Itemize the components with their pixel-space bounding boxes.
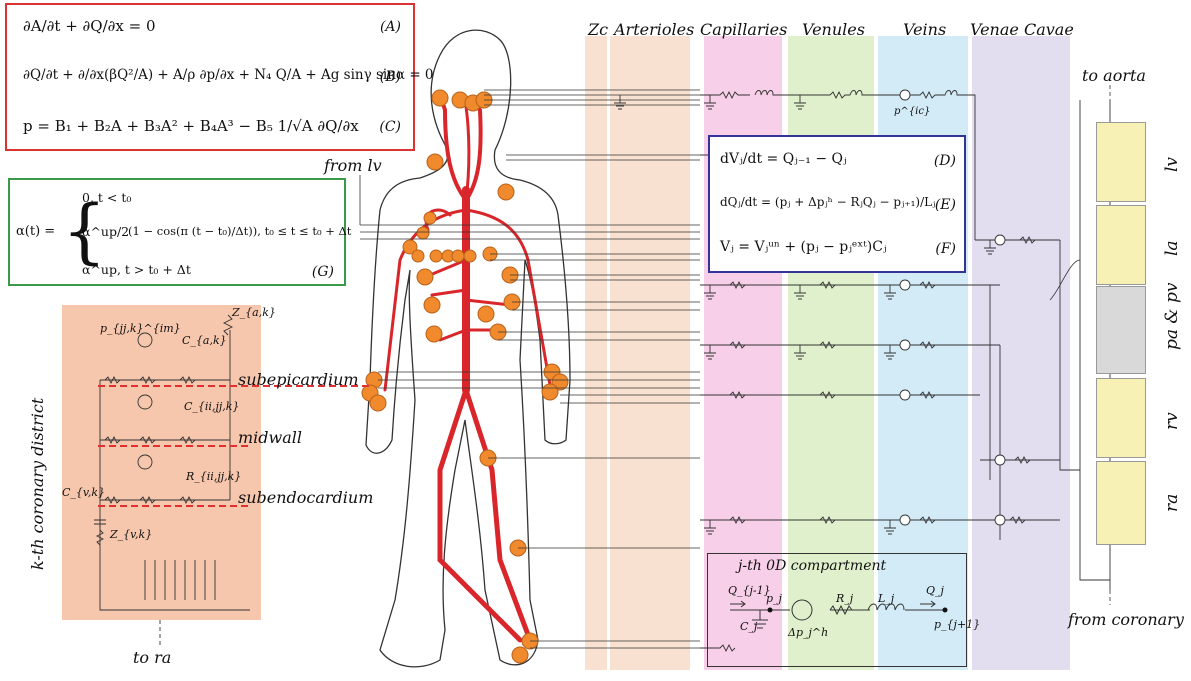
equation-a: ∂A/∂t + ∂Q/∂x = 0 [23, 17, 156, 35]
compartment-label-rj: R_j [836, 592, 853, 605]
equation-e-tag: (E) [935, 197, 956, 213]
equation-f: Vⱼ = Vⱼᵘⁿ + (pⱼ − pⱼᵉˣᵗ)Cⱼ [720, 239, 887, 255]
layer-subepicardium: subepicardium [238, 370, 359, 389]
equation-c-tag: (C) [379, 119, 401, 135]
compartment-label-qin: Q_{j-1} [728, 584, 771, 597]
chamber-ra [1096, 461, 1146, 545]
label-from-coronary: from coronary [1068, 610, 1184, 629]
equation-a-tag: (A) [380, 19, 401, 35]
chamber-la [1096, 205, 1146, 285]
compartment-title: j-th 0D compartment [738, 558, 886, 574]
compartment-label-dph: Δp_j^h [788, 626, 828, 639]
chamber-label-lv: lv [1162, 157, 1182, 172]
coronary-label-cv: C_{v,k} [62, 486, 105, 499]
compartment-label-cj: C_j [740, 620, 757, 633]
equation-f-tag: (F) [935, 241, 956, 257]
equation-d-tag: (D) [934, 153, 956, 169]
compartment-label-lj: L_j [878, 592, 894, 605]
equation-c: p = B₁ + B₂A + B₃A² + B₄A³ − B₅ 1/√A ∂Q/… [23, 117, 359, 135]
layer-midwall: midwall [238, 428, 302, 447]
chamber-rv [1096, 378, 1146, 458]
chamber-label-la: la [1162, 240, 1182, 256]
compartment-box: j-th 0D compartment Q_{j-1} p_j C_j Δp_j… [707, 553, 967, 667]
equation-e: dQⱼ/dt = (pⱼ + Δpⱼʰ − RⱼQⱼ − pⱼ₊₁)/Lⱼ [720, 195, 935, 209]
label-to-ra: to ra [133, 648, 171, 667]
label-to-aorta: to aorta [1082, 66, 1146, 85]
label-vein-pic: p^{ic} [894, 106, 930, 117]
label-from-lv: from lv [324, 156, 382, 175]
layer-subendocardium: subendocardium [238, 488, 373, 507]
equation-d: dVⱼ/dt = Qⱼ₋₁ − Qⱼ [720, 151, 847, 167]
equation-g-lhs: α(t) = [16, 224, 55, 239]
chamber-label-rv: rv [1162, 412, 1182, 430]
equation-g-tag: (G) [312, 264, 334, 280]
equation-box-0d: dVⱼ/dt = Qⱼ₋₁ − Qⱼ (D) dQⱼ/dt = (pⱼ + Δp… [708, 135, 966, 273]
chamber-lv [1096, 122, 1146, 202]
equation-box-g: α(t) = { 0, t < t₀ α^up/2 (1 − cos(π (t … [8, 178, 346, 286]
compartment-label-pnext: p_{j+1} [934, 618, 980, 631]
coronary-label-zv: Z_{v,k} [110, 528, 152, 541]
coronary-label-cii: C_{ii,jj,k} [184, 400, 239, 413]
equation-b-tag: (B) [380, 69, 401, 85]
equation-g-case2-body: (1 − cos(π (t − t₀)/Δt)), t₀ ≤ t ≤ t₀ + … [128, 224, 351, 238]
equation-g-case3: α^up, t > t₀ + Δt [82, 262, 191, 277]
coronary-label-ca: C_{a,k} [182, 334, 227, 347]
equation-b: ∂Q/∂t + ∂/∂x(βQ²/A) + A/ρ ∂p/∂x + N₄ Q/A… [23, 67, 434, 83]
compartment-label-pj: p_j [766, 592, 782, 605]
equation-g-case2-coef: α^up/2 [82, 224, 129, 239]
chamber-label-ra: ra [1162, 494, 1182, 512]
coronary-bg [62, 305, 261, 620]
chamber-pa-pv [1096, 286, 1146, 374]
coronary-title: k-th coronary district [28, 398, 47, 570]
compartment-label-qout: Q_j [926, 584, 944, 597]
coronary-label-pim: p_{jj,k}^{im} [100, 322, 181, 335]
equation-g-case1: 0, t < t₀ [82, 190, 131, 205]
coronary-label-za: Z_{a,k} [232, 306, 276, 319]
chamber-label-pa-pv: pa & pv [1162, 283, 1182, 350]
coronary-label-rii: R_{ii,jj,k} [186, 470, 241, 483]
equation-box-1d: ∂A/∂t + ∂Q/∂x = 0 (A) ∂Q/∂t + ∂/∂x(βQ²/A… [5, 3, 415, 151]
